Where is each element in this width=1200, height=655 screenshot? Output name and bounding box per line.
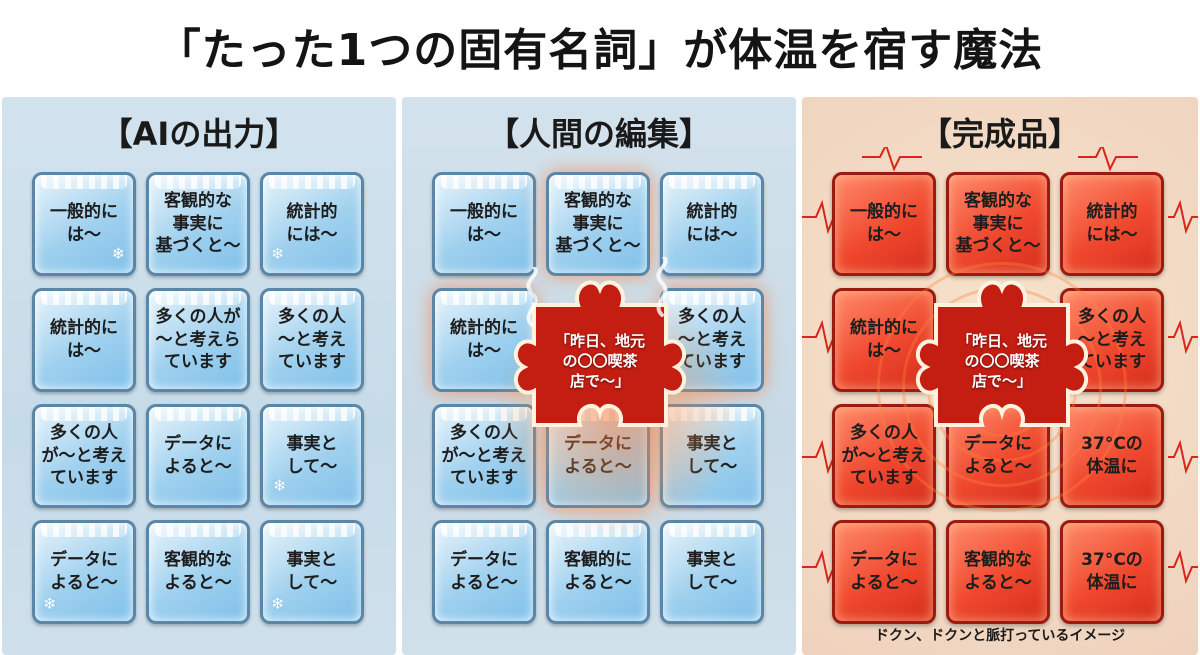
ice-tile: 客観的な よると〜 [146,520,250,624]
puzzle-text: 「昨日、地元 の〇〇喫茶 店で〜」 [956,331,1047,391]
ice-tile: 事実と して〜 [660,520,764,624]
tile-grid: 一般的に は〜 客観的な 事実に 基づくと〜 統計的 には〜 統計的に は〜 多… [832,172,1164,624]
warm-tile: データに よると〜 [832,520,936,624]
warm-tile: 37°Cの 体温に [1060,520,1164,624]
puzzle-piece-icon: 「昨日、地元 の〇〇喫茶 店で〜」 [914,275,1090,435]
ice-tile: 客観的に よると〜 [546,520,650,624]
warm-tile: 客観的な よると〜 [946,520,1050,624]
ice-tile: データに よると〜❄ [32,520,136,624]
panel-finished: 【完成品】 一般的に は〜 客観的な 事実に 基づくと〜 統計的 には〜 統計的… [802,97,1198,655]
warm-tile: 統計的 には〜 [1060,172,1164,276]
puzzle-text: 「昨日、地元 の〇〇喫茶 店で〜」 [554,331,645,391]
ice-tile: 統計的に は〜 [32,288,136,392]
ice-tile: 一般的に は〜❄ [32,172,136,276]
ice-tile: 事実と して〜❄ [260,520,364,624]
page-title: 「たった1つの固有名詞」が体温を宿す魔法 [156,25,1044,76]
panel-title: 【完成品】 [919,115,1080,153]
ice-tile: 多くの人が 〜と考えら ています [146,288,250,392]
panel-title: 【AIの出力】 [100,115,298,153]
ice-tile: 事実と して〜❄ [260,404,364,508]
caption: ドクン、ドクンと脈打っているイメージ [874,628,1126,644]
ice-tile: 多くの人 〜と考え ています [260,288,364,392]
ice-tile: 客観的な 事実に 基づくと〜 [546,172,650,276]
steam-icon [656,257,668,317]
ice-tile: 一般的に は〜 [432,172,536,276]
warm-tile: 客観的な 事実に 基づくと〜 [946,172,1050,276]
ice-tile: 統計的 には〜❄ [260,172,364,276]
snowflake-icon: ❄ [43,594,57,614]
panel-human-edit: 【人間の編集】 一般的に は〜 客観的な 事実に 基づくと〜 統計的 には〜 統… [402,97,796,655]
steam-icon [526,267,538,327]
warm-tile: 多くの人 が〜と考え ています [832,404,936,508]
warm-tile: 37°Cの 体温に [1060,404,1164,508]
snowflake-icon: ❄ [111,244,125,264]
tile-grid: 一般的に は〜❄ 客観的な 事実に 基づくと〜 統計的 には〜❄ 統計的に は〜… [32,172,364,624]
ice-tile: 統計的 には〜 [660,172,764,276]
snowflake-icon: ❄ [271,594,285,614]
ice-tile: データに よると〜 [146,404,250,508]
ice-tile: 多くの人 が〜と考え ています [32,404,136,508]
ice-tile: データに よると〜 [432,520,536,624]
ice-tile: 客観的な 事実に 基づくと〜 [146,172,250,276]
warm-tile: 一般的に は〜 [832,172,936,276]
snowflake-icon: ❄ [273,476,287,496]
snowflake-icon: ❄ [271,244,285,264]
panel-ai-output: 【AIの出力】 一般的に は〜❄ 客観的な 事実に 基づくと〜 統計的 には〜❄… [2,97,396,655]
panel-title: 【人間の編集】 [486,115,711,153]
